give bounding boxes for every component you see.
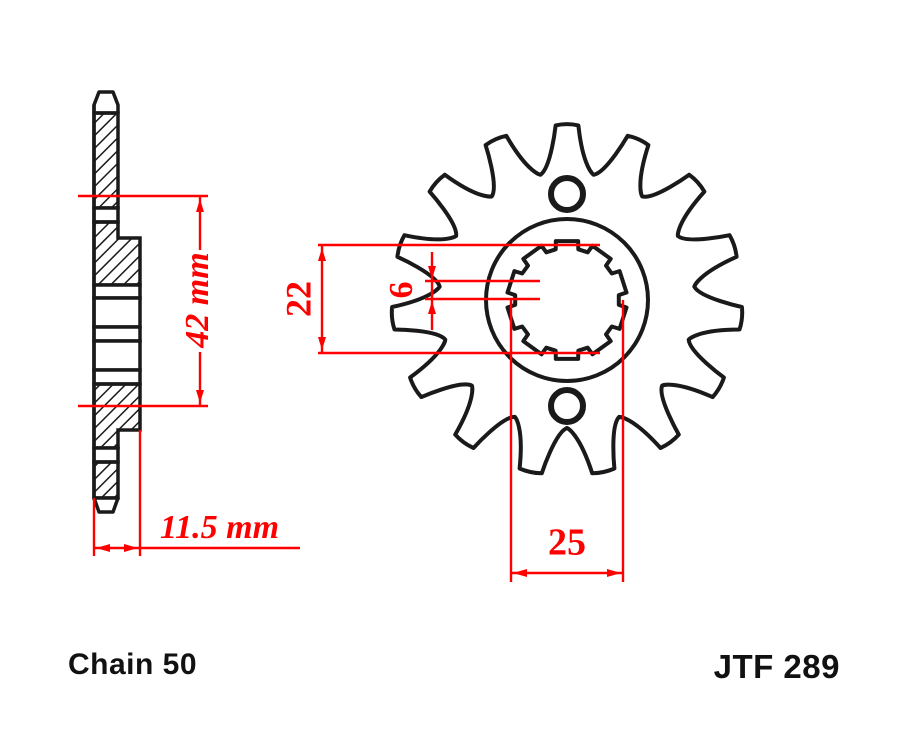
dim-25-label: 25 [548, 522, 586, 564]
dim-25-arrow-left [513, 569, 527, 577]
dim-42-arrow-top [196, 199, 204, 212]
side-bore-band-2 [92, 325, 142, 343]
side-lower-flange [92, 382, 142, 450]
front-sprocket-view [389, 122, 745, 476]
side-lower-gap [92, 446, 120, 464]
side-section-view [92, 90, 142, 514]
side-bore-open-1 [92, 296, 142, 329]
side-upper-rim [92, 111, 120, 210]
dim-22-label: 22 [278, 281, 318, 317]
front-view-dimensions: 22 6 25 [278, 243, 625, 582]
side-lower-rim [92, 460, 120, 500]
dim-6-label: 6 [383, 282, 420, 299]
side-upper-flange [92, 220, 142, 287]
dim-115-arrow-right [124, 544, 138, 552]
chain-label: Chain 50 [68, 648, 198, 681]
dim-22-arrow-bottom [318, 337, 326, 350]
side-bore-band-3 [92, 368, 142, 386]
dim-115-label: 11.5 mm [160, 509, 279, 546]
bolt-hole-top [548, 175, 586, 213]
side-tooth-top [92, 90, 120, 115]
part-number-label: JTF 289 [713, 648, 840, 685]
side-tooth-bottom [92, 496, 120, 514]
side-view-dimensions: 42 mm 11.5 mm [78, 194, 300, 556]
dim-25-arrow-right [607, 569, 621, 577]
side-upper-gap [92, 206, 120, 224]
side-bore-open-2 [92, 339, 142, 372]
dim-22-arrow-top [318, 248, 326, 261]
dim-6-arrow-top [428, 266, 436, 279]
dim-42-arrow-bottom [196, 390, 204, 403]
side-bore-band-1 [92, 283, 142, 300]
bolt-hole-bottom [548, 387, 586, 425]
dim-6-arrow-bottom [428, 301, 436, 314]
splined-bore [505, 239, 629, 361]
dim-42-label: 42 mm [179, 252, 216, 348]
dim-115-arrow-left [96, 544, 110, 552]
